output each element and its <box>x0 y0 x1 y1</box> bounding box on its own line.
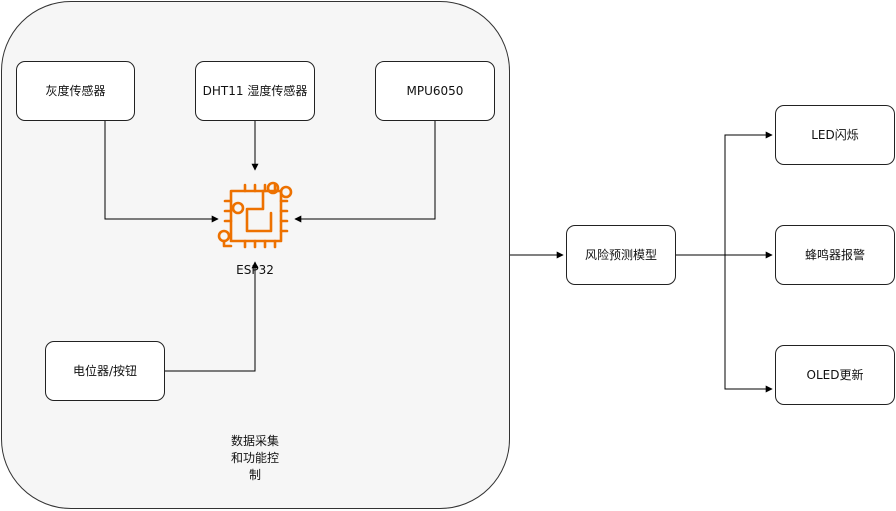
dht11-sensor-node: DHT11 湿度传感器 <box>195 61 315 121</box>
edge-model-to-oled <box>676 254 773 393</box>
edge-mpu6050-to-esp32 <box>294 121 436 223</box>
edge-grayscale-to-esp32 <box>104 121 219 223</box>
potentiometer-button-node: 电位器/按钮 <box>45 341 165 401</box>
edge-potentiometer-to-esp32 <box>165 261 259 372</box>
oled-update-node: OLED更新 <box>775 345 895 405</box>
buzzer-alarm-node: 蜂鸣器报警 <box>775 225 895 285</box>
risk-prediction-model-node: 风险预测模型 <box>566 225 676 285</box>
led-blink-node: LED闪烁 <box>775 105 895 165</box>
edge-model-to-led <box>676 131 773 256</box>
microcontroller-chip-icon <box>217 181 293 249</box>
mpu6050-node: MPU6050 <box>375 61 495 121</box>
grayscale-sensor-node: 灰度传感器 <box>16 61 135 121</box>
group-label: 数据采集 和功能控 制 <box>230 434 279 482</box>
